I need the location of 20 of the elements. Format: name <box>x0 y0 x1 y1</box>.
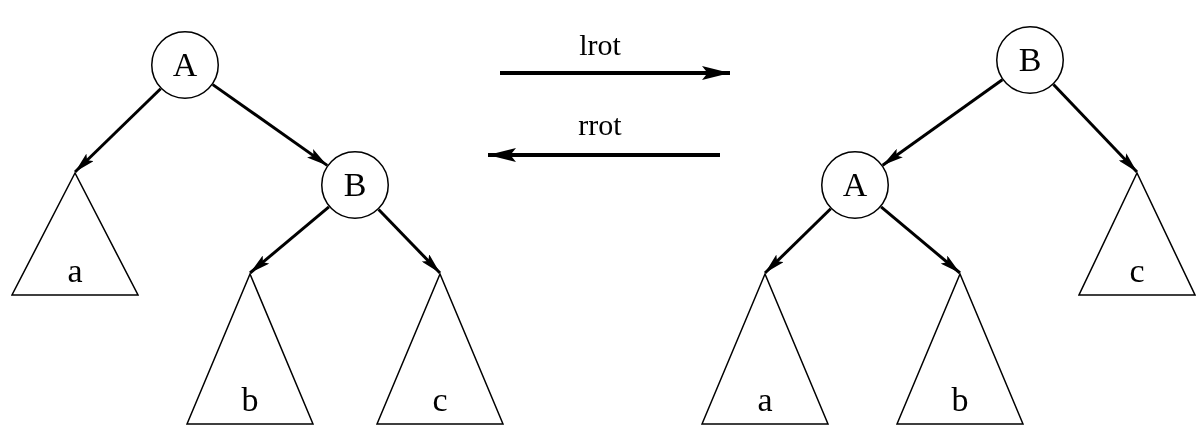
arrow <box>881 78 1004 167</box>
rotation-label: rrot <box>578 110 622 140</box>
node-label: a <box>67 254 83 288</box>
node-label: c <box>1129 254 1145 288</box>
arrow <box>763 207 832 275</box>
node-label: a <box>757 383 773 417</box>
node-label: B <box>343 168 367 202</box>
node-label: c <box>432 383 448 417</box>
node-label: A <box>842 168 868 202</box>
node-label: A <box>172 48 198 82</box>
arrow <box>880 205 961 275</box>
arrow <box>249 205 330 275</box>
node-label: b <box>241 383 259 417</box>
arrow <box>1052 83 1139 174</box>
arrow <box>211 83 329 167</box>
node-label: b <box>951 383 969 417</box>
arrow <box>73 87 162 174</box>
node-label: B <box>1018 43 1042 77</box>
arrow <box>377 208 442 275</box>
rotation-label: lrot <box>579 30 621 60</box>
